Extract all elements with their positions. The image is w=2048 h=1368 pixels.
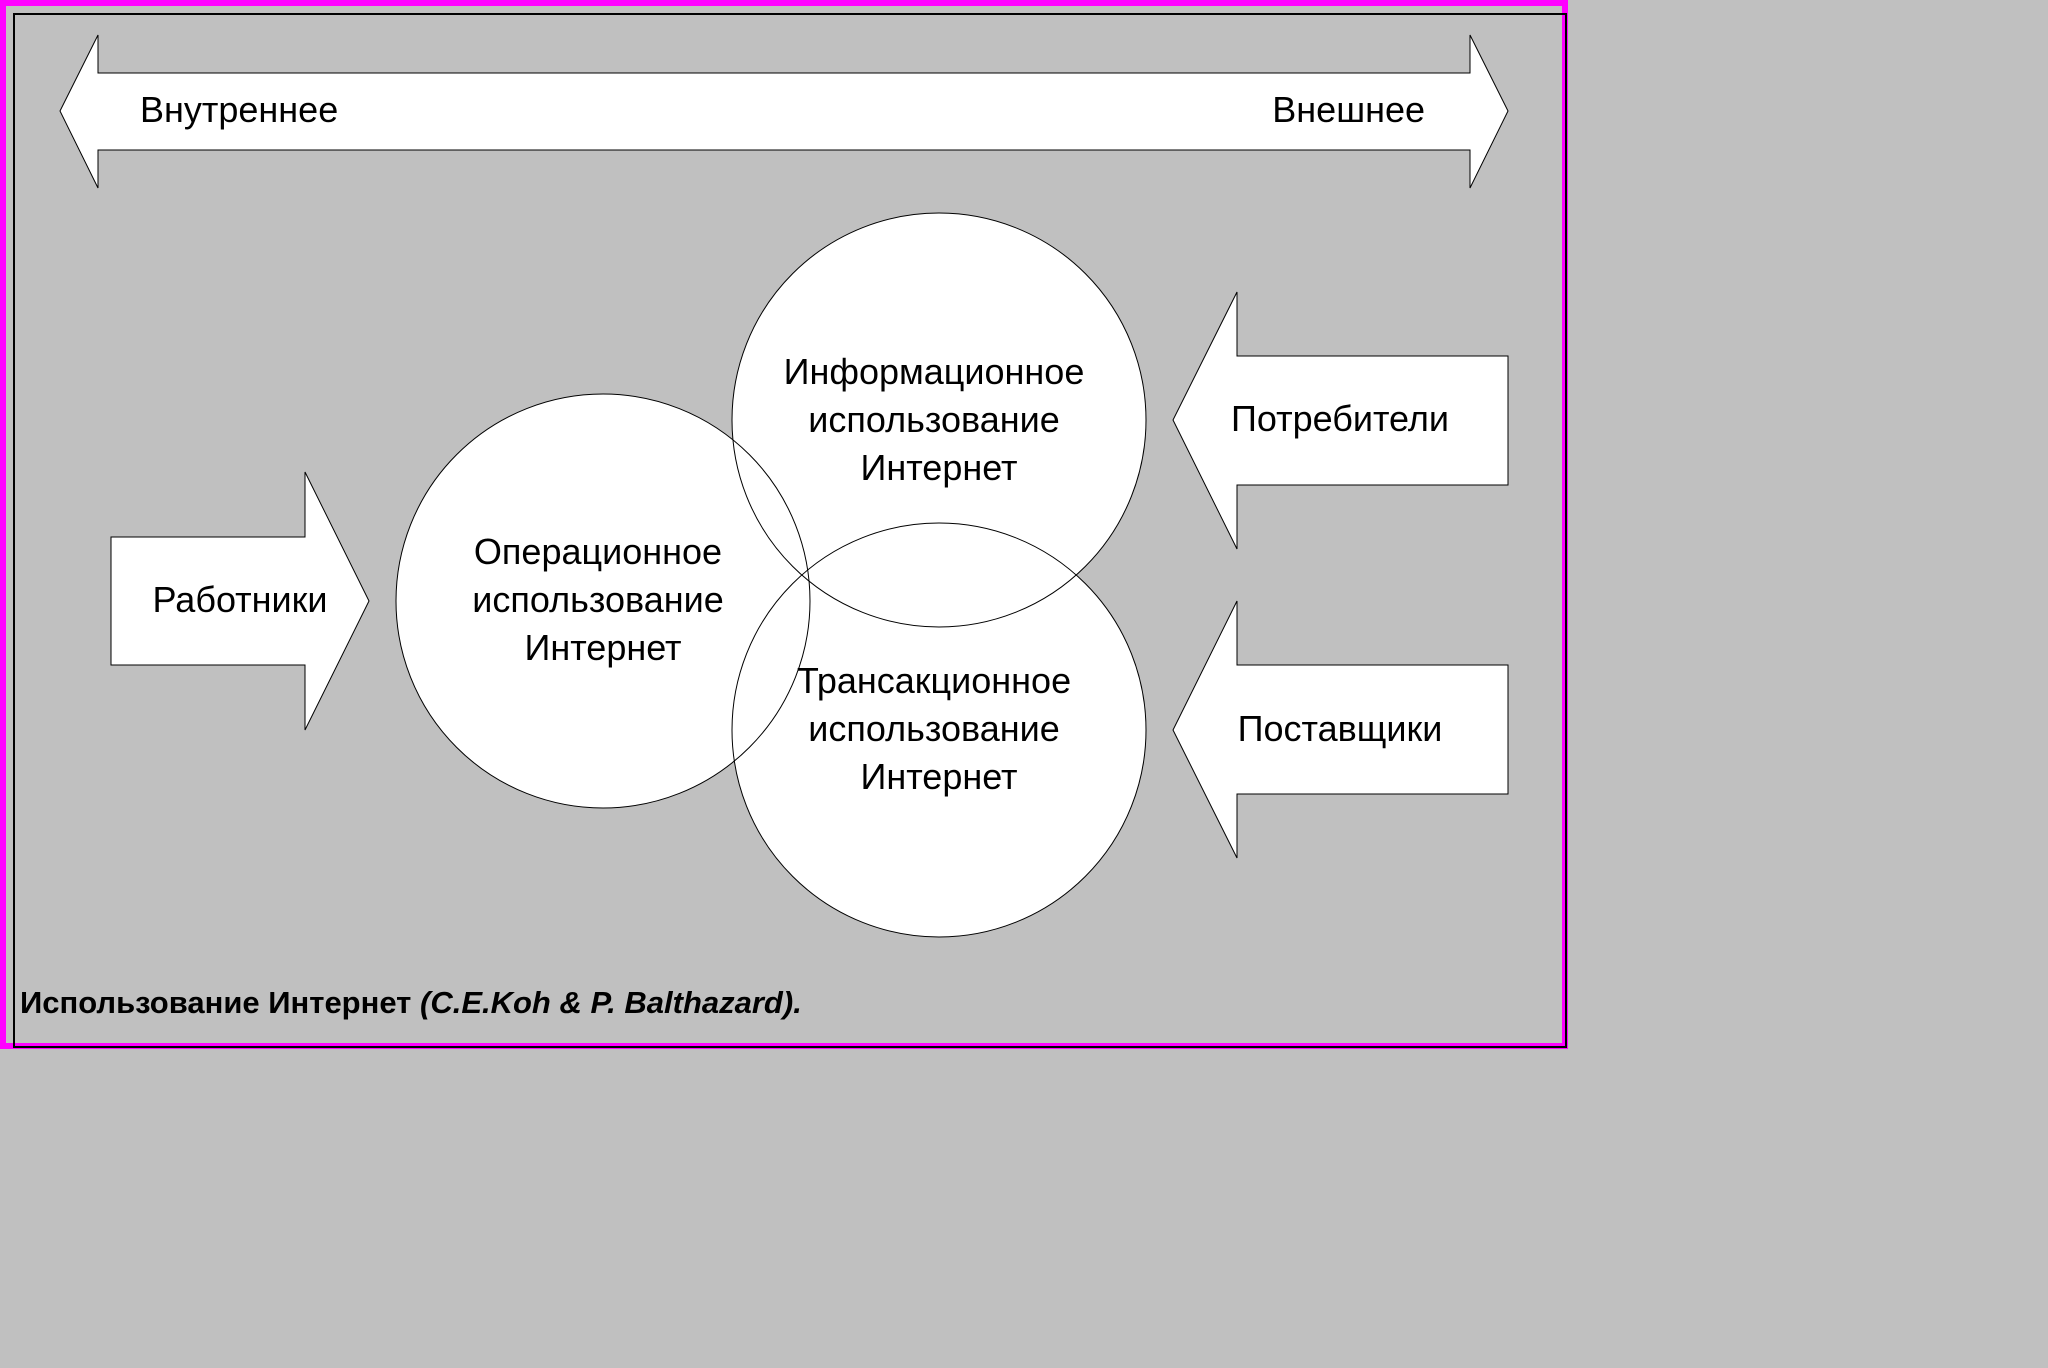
suppliers-arrow [1172, 600, 1509, 859]
informational-usage-label: Информационное использование Интернет [784, 351, 1095, 488]
external-label: Внешнее [1272, 89, 1425, 130]
slide-inner-border [13, 13, 1567, 1048]
circle-fills [396, 213, 1146, 937]
suppliers-label: Поставщики [1238, 708, 1443, 749]
consumers-label: Потребители [1231, 398, 1449, 439]
informational-line-2: использование [808, 399, 1059, 440]
informational-line-3: Интернет [860, 447, 1017, 488]
caption-citation: (C.E.Koh & P. Balthazard). [420, 985, 802, 1020]
transactional-line-1: Трансакционное [797, 660, 1071, 701]
employees-label: Работники [152, 579, 327, 620]
caption-text: Использование Интернет [20, 985, 412, 1020]
consumers-arrow [1172, 291, 1509, 550]
informational-line-1: Информационное [784, 351, 1085, 392]
operational-line-3: Интернет [524, 627, 681, 668]
transactional-line-3: Интернет [860, 756, 1017, 797]
informational-usage-circle [731, 212, 1147, 628]
operational-usage-circle [395, 393, 811, 809]
transactional-usage-label: Трансакционное использование Интернет [797, 660, 1081, 797]
figure-caption: Использование Интернет (C.E.Koh & P. Bal… [20, 985, 802, 1021]
internal-external-double-arrow [59, 34, 1509, 189]
operational-line-1: Операционное [474, 531, 722, 572]
operational-usage-label: Операционное использование Интернет [472, 531, 734, 668]
transactional-usage-circle [731, 522, 1147, 938]
internet-usage-diagram: Внутреннее Внешнее Работники Потребители… [59, 34, 1509, 938]
transactional-line-2: использование [808, 708, 1059, 749]
internal-label: Внутреннее [140, 89, 338, 130]
operational-line-2: использование [472, 579, 723, 620]
employees-arrow [110, 471, 370, 731]
